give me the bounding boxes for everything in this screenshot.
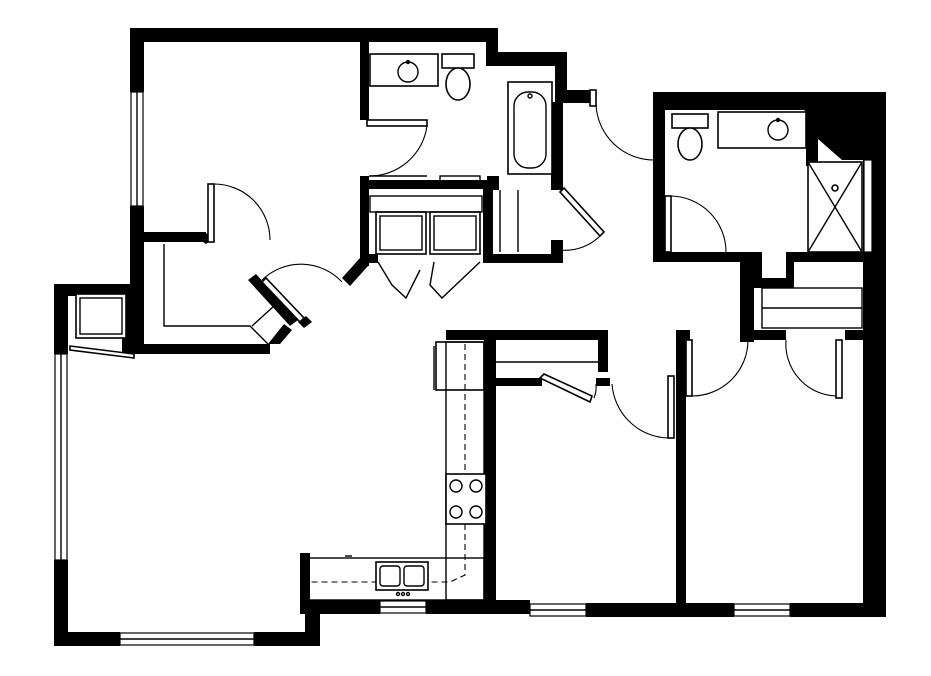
- room-bedroom-1: [142, 40, 362, 235]
- door-hall-closet[interactable]: [558, 186, 606, 251]
- door-bedroom1-entry[interactable]: [260, 263, 343, 324]
- bath2-toilet: [671, 113, 709, 161]
- doors: [69, 89, 843, 439]
- room-living-dining: [68, 358, 303, 633]
- door-bedroom3-closet[interactable]: [785, 339, 843, 399]
- washer-dryer: [369, 195, 483, 255]
- bath1-vanity: [369, 53, 439, 87]
- door-laundry-bifold[interactable]: [377, 261, 481, 300]
- window-bath2-east: [863, 159, 873, 253]
- door-living-closet[interactable]: [69, 345, 135, 359]
- door-bedroom3-entry[interactable]: [685, 339, 749, 397]
- kitchen-range: [445, 473, 487, 525]
- bath1-toilet: [441, 53, 475, 101]
- door-bedroom2-entry[interactable]: [611, 375, 675, 439]
- windows: [54, 91, 873, 646]
- door-bathroom1[interactable]: [366, 119, 428, 177]
- bath2-vanity: [717, 111, 807, 149]
- room-bedroom-2: [494, 385, 676, 605]
- door-entry[interactable]: [589, 89, 655, 161]
- door-bathroom2[interactable]: [664, 195, 727, 253]
- kitchen-sink: [375, 561, 429, 597]
- door-bedroom1-closet[interactable]: [207, 183, 271, 243]
- bath1-bathtub: [507, 81, 553, 175]
- kitchen-counter: [307, 341, 485, 601]
- walls: [54, 28, 886, 646]
- bath2-shower: [807, 161, 863, 253]
- fixtures: [75, 53, 863, 601]
- door-bedroom2-closet[interactable]: [538, 373, 597, 404]
